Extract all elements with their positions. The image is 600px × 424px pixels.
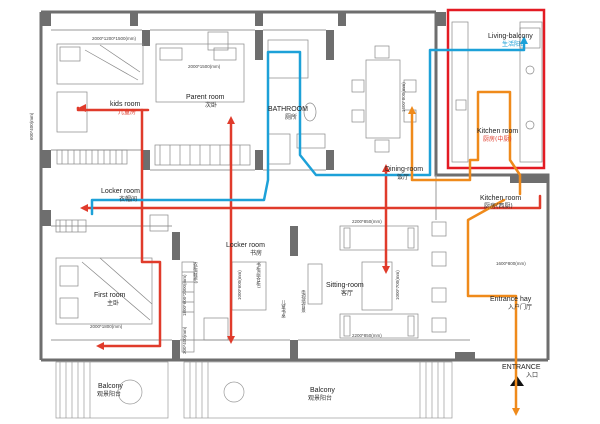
locker-room-1-zh: 衣帽间 <box>119 196 138 203</box>
arrow-sitting-down-icon <box>382 266 390 274</box>
entrance-hay-label: Entrance hay <box>490 296 532 303</box>
kitchen-counters <box>451 21 543 163</box>
living-balcony-label: Living-balcony <box>488 33 533 40</box>
kitchen-west-zh: 厨房(西厨) <box>484 203 513 210</box>
wall-blocks <box>41 12 548 360</box>
path-arrowheads <box>78 36 528 416</box>
locker-room-1-label: Locker room <box>101 188 140 195</box>
locker-room-2-zh: 书房 <box>250 250 263 257</box>
kitchen-west-label: Kitchen room <box>480 195 522 202</box>
arrow-parent-up-icon <box>227 116 235 124</box>
arrow-sitting-up-icon <box>382 164 390 172</box>
desk-note: 儿童书桌 <box>280 300 286 318</box>
tv-note: 电视墙背景 <box>300 290 306 313</box>
orange-path-entrance <box>466 198 518 414</box>
first-bed-dim: 2000*1800(mm) <box>90 324 123 329</box>
entrance-hay-zh: 入户门厅 <box>508 304 533 311</box>
dining-set <box>351 45 417 153</box>
living-balcony-highlight <box>446 8 546 170</box>
sofa-bottom-dim: 2200*850(mm) <box>352 333 382 338</box>
dining-room-zh: 饭厅 <box>397 174 410 181</box>
bathroom-fixtures <box>267 39 326 165</box>
entrance-zh: 入口 <box>526 372 539 379</box>
arrow-orange-dining-icon <box>408 106 416 114</box>
first-room-zh: 主卧 <box>107 300 120 307</box>
sitting-table-dim: 1000*700(mm) <box>395 270 400 300</box>
parent-room-zh: 次卧 <box>205 102 218 109</box>
parent-bed-dim: 2000*1500(mm) <box>188 64 221 69</box>
parent-room-label: Parent room <box>186 94 225 101</box>
coffee-table-dim: 1600*800(mm) <box>496 261 526 266</box>
blue-path <box>90 38 526 216</box>
sitting-room-zh: 客厅 <box>341 290 354 297</box>
balcony-right-zh: 观景阳台 <box>308 395 333 402</box>
bathroom-label: BATHROOM <box>268 106 308 113</box>
wardrobe-left-dim: 600*400(mm) <box>29 112 34 140</box>
first-room-label: First room <box>94 292 126 299</box>
balcony-left-label: Balcony <box>98 383 123 390</box>
arrow-kids-icon <box>78 104 86 112</box>
red-path-master <box>98 108 162 348</box>
entrance-label: ENTRANCE <box>502 364 541 371</box>
locker-room-shelves <box>55 214 169 233</box>
chair-dim: 300*400(mm) <box>182 326 187 354</box>
sofa-top-dim: 2200*850(mm) <box>352 219 382 224</box>
circulation-paths <box>76 38 542 414</box>
sitting-room-label: Sitting-room <box>326 282 364 289</box>
kitchen-room-zh: 厨房(中厨) <box>483 136 512 143</box>
dining-table-dim: 1600*800(mm) <box>401 82 406 112</box>
arrow-blue-icon <box>520 36 528 44</box>
locker-room-2-label: Locker room <box>226 242 265 249</box>
balcony-right-label: Balcony <box>310 387 335 394</box>
orange-path-kitchen <box>410 90 522 196</box>
red-path-west <box>82 194 542 210</box>
desk-dim: 1000*600(mm) <box>237 270 242 300</box>
dining-room-label: Dining-room <box>385 166 424 173</box>
arrow-west-icon <box>80 204 88 212</box>
kids-bed-dim: 2000*1200*1500(mm) <box>92 36 137 41</box>
interior-walls <box>51 29 470 341</box>
wardrobe-note: 衣柜(鞋柜) <box>192 262 198 284</box>
locker-shelf-dim: 1800*600*2000(mm) <box>182 274 187 316</box>
sitting-room-furniture <box>307 221 447 339</box>
outer-walls <box>39 10 550 362</box>
balconies <box>55 361 453 419</box>
arrow-master-icon <box>96 342 104 350</box>
kids-wardrobe <box>56 149 128 165</box>
kids-room-zh: 儿童房 <box>118 109 137 116</box>
arrow-orange-exit-icon <box>512 408 520 416</box>
kitchen-room-label: Kitchen room <box>477 128 519 135</box>
living-balcony-zh: 生活阳台 <box>502 41 527 48</box>
kids-bed <box>56 43 144 133</box>
arrow-parent-down-icon <box>227 336 235 344</box>
shelf-note: 书柜(组合柜) <box>255 262 261 289</box>
kids-room-label: kids room <box>110 101 141 108</box>
balcony-left-zh: 观景阳台 <box>97 391 122 398</box>
first-room-bed <box>55 257 153 325</box>
red-path-main <box>76 106 150 112</box>
bathroom-zh: 厕所 <box>285 114 298 121</box>
